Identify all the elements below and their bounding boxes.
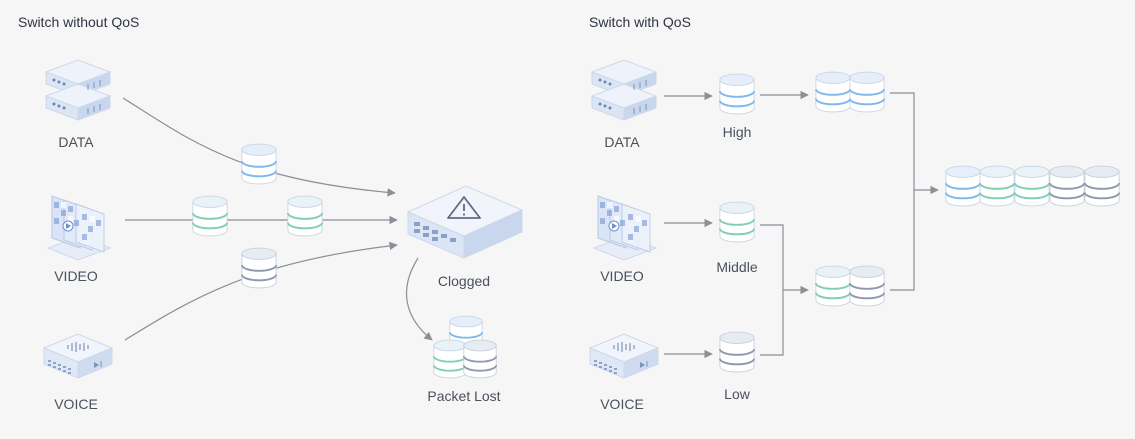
middle-priority-packet-icon xyxy=(718,201,756,243)
video-icon xyxy=(593,195,657,261)
middle-priority-label: Middle xyxy=(716,259,758,275)
switch-icon xyxy=(406,185,524,259)
voice-icon xyxy=(589,333,659,379)
queued-video-packet-icon xyxy=(814,265,852,307)
data-flow-line xyxy=(122,97,396,197)
video-packet-icon xyxy=(286,195,324,237)
video-packet-icon xyxy=(191,195,229,237)
server-icon xyxy=(591,59,657,121)
packet-lost-label: Packet Lost xyxy=(427,388,501,404)
left-panel-title: Switch without QoS xyxy=(18,14,140,30)
lost-voice-packet-icon xyxy=(462,339,498,379)
right-panel-title: Switch with QoS xyxy=(589,14,691,30)
video-source-label: VIDEO xyxy=(54,268,98,284)
warning-icon xyxy=(447,196,481,219)
voice-flow-line xyxy=(124,241,398,341)
output-video-packet-icon xyxy=(978,165,1016,207)
output-data-packet-icon xyxy=(944,165,982,207)
high-priority-packet-icon xyxy=(718,73,756,115)
voice-source-label: VOICE xyxy=(54,396,98,412)
data-packet-icon xyxy=(240,143,278,185)
lost-video-packet-icon xyxy=(432,339,468,379)
voice-icon xyxy=(43,333,113,379)
high-priority-label: High xyxy=(722,124,752,140)
voice-packet-icon xyxy=(240,247,278,289)
voice-source-label: VOICE xyxy=(600,396,644,412)
data-source-label: DATA xyxy=(58,134,94,150)
output-video-packet-icon xyxy=(1013,165,1051,207)
middle-low-merge-line xyxy=(760,224,784,356)
output-voice-packet-icon xyxy=(1083,165,1121,207)
output-merge-line xyxy=(890,92,915,291)
switch-status-label: Clogged xyxy=(437,273,491,289)
queued-data-packet-icon xyxy=(814,71,852,113)
output-voice-packet-icon xyxy=(1048,165,1086,207)
data-source-label: DATA xyxy=(604,134,640,150)
low-priority-label: Low xyxy=(724,386,750,402)
packet-loss-line xyxy=(405,257,433,341)
video-icon xyxy=(47,195,111,261)
queued-voice-packet-icon xyxy=(848,265,886,307)
low-priority-packet-icon xyxy=(718,331,756,373)
queued-data-packet-icon xyxy=(848,71,886,113)
video-source-label: VIDEO xyxy=(600,268,644,284)
server-icon xyxy=(45,59,111,121)
